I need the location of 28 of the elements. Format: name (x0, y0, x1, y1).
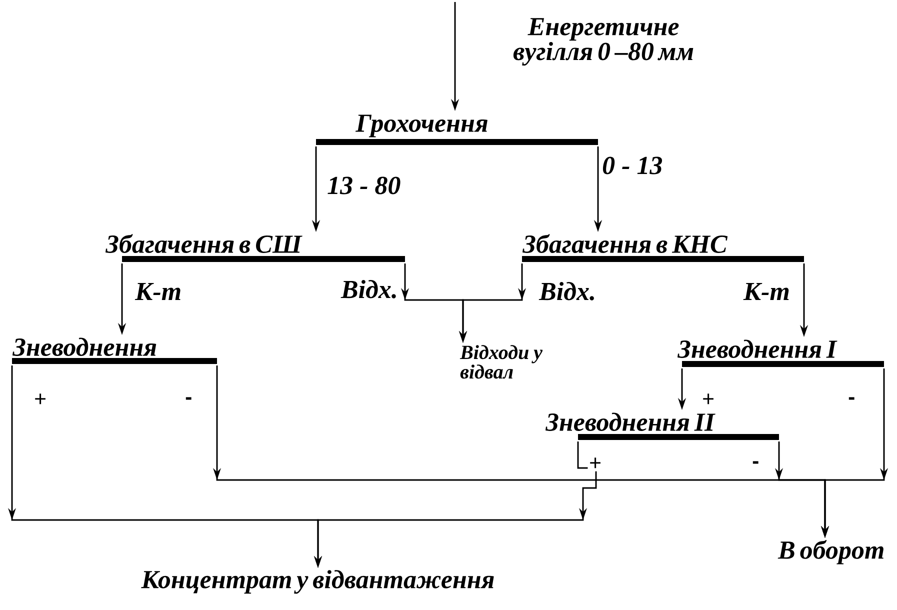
node-label: Зневоднення II (545, 412, 716, 431)
edge-label: - (846, 396, 856, 406)
output-text: В оборот (778, 540, 884, 564)
node-label: Грохочення (355, 114, 488, 138)
edge-label: Енергетичне вугілля 0 –80 мм (494, 16, 712, 67)
process-bar: Зневоднення II (545, 412, 779, 440)
edge-label: Відх. (340, 278, 400, 300)
node-label: Збагачення в СШ (105, 234, 302, 253)
edge-label: Відх. (538, 280, 598, 302)
process-bar: Зневоднення I (677, 340, 884, 367)
process-bar: Грохочення (316, 114, 598, 145)
node-label: Зневоднення I (677, 340, 838, 358)
edge-label: 13 - 80 (326, 175, 402, 196)
edge-label: К-т (134, 282, 183, 302)
edge-label: + (588, 456, 603, 472)
edge-label: - (184, 396, 194, 406)
edge-label: К-т (742, 282, 792, 302)
output-text: Концентрат у відвантаження (141, 570, 494, 594)
node-label: Збагачення в КНС (522, 234, 728, 253)
process-bar: Збагачення в КНС (522, 234, 804, 262)
process-bar: Зневоднення (12, 338, 217, 364)
edge-label: + (32, 392, 48, 408)
edge-label: + (700, 392, 716, 408)
output-text: Відходи у відвал (460, 345, 543, 379)
node-label: Зневоднення (12, 338, 156, 356)
edge-label: - (750, 460, 760, 470)
process-bar: Збагачення в СШ (106, 234, 405, 262)
edge-label: 0 - 13 (600, 155, 664, 176)
